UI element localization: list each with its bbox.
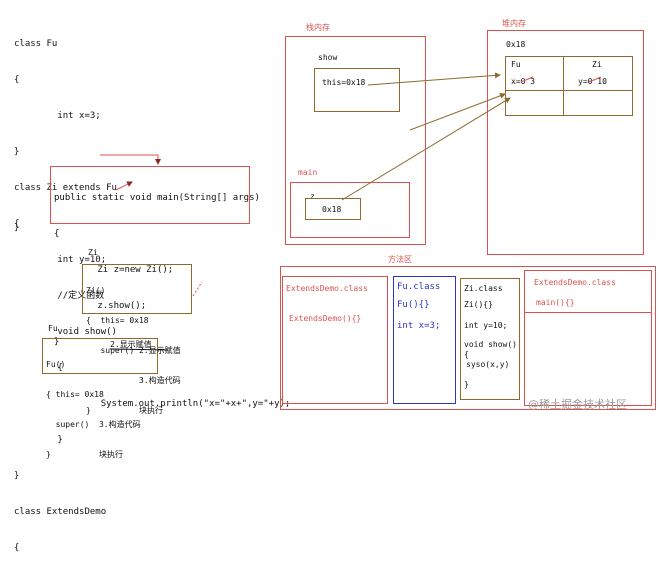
code-line: { — [14, 75, 20, 85]
stack-label: 栈内存 — [306, 23, 330, 32]
zi-class-close: } — [464, 380, 469, 389]
fu-ctor-box — [42, 338, 158, 374]
main-z-box — [305, 198, 361, 220]
code-line: int y=10; — [14, 255, 107, 265]
code-line: System.out.println("x="+x+",y="+y); — [14, 399, 291, 409]
code-line: } — [54, 337, 60, 347]
code-line: z.show(); — [54, 301, 147, 311]
code-line: } — [14, 147, 20, 157]
main-var-z: z — [310, 192, 315, 201]
extendsdemo2-class-box — [524, 270, 652, 406]
show-frame-label: show — [318, 53, 338, 62]
main-frame-label: main — [298, 168, 318, 177]
code-line: { — [14, 219, 20, 229]
zi-class-ctor: Zi(){} — [464, 300, 493, 309]
code-line: void show() — [14, 327, 117, 337]
heap-y-value: y=0 10 — [578, 77, 607, 86]
main-z-value: 0x18 — [322, 205, 342, 214]
fu-class-box — [393, 276, 456, 404]
heap-object-divider — [563, 56, 564, 116]
heap-zi-label: Zi — [592, 60, 602, 69]
code-line: public static void main(String[] args) — [54, 193, 260, 203]
extendsdemo-ctor: ExtendsDemo(){} — [289, 314, 362, 323]
code-closing-brace: } — [14, 223, 20, 233]
code-line: class Fu — [14, 39, 58, 49]
watermark: @稀土掘金技术社区 — [528, 398, 627, 411]
zi-class-method: void show() — [464, 340, 517, 349]
zi-ctor-box — [82, 264, 192, 314]
heap-address: 0x18 — [506, 40, 526, 49]
heap-object-hline — [505, 90, 633, 91]
fu-class-field: int x=3; — [397, 321, 441, 331]
main-method-box — [50, 166, 250, 224]
code-line: class Zi extends Fu — [14, 183, 117, 193]
main-method-code: public static void main(String[] args) {… — [54, 168, 260, 360]
fu-ctor-title: Fu — [48, 324, 58, 333]
zi-class-body: syso(x,y) — [466, 360, 510, 369]
zi-ctor-text: Zi() { this= 0x18 super() 2.显示赋值 3.构造代码 … — [86, 286, 181, 415]
code-line: { — [14, 363, 63, 373]
method-area-label: 方法区 — [388, 255, 412, 264]
heap-x-value: x=0 3 — [511, 77, 536, 86]
zi-class-brace: { — [464, 350, 469, 359]
method-area — [280, 266, 656, 410]
fu-class-ctor: Fu(){} — [397, 300, 430, 310]
fu-ctor-step2: 2.显示赋值 — [110, 340, 152, 349]
extendsdemo2-main: main(){} — [536, 298, 575, 307]
code-line: { — [14, 543, 20, 553]
fu-ctor-text: Fu() { this= 0x18 super() 3.构造代码 } 块执行 — [46, 360, 141, 459]
code-line: } — [14, 471, 20, 481]
fu-class-title: Fu.class — [397, 282, 441, 292]
code-line: class ExtendsDemo — [14, 507, 107, 517]
zi-class-title: Zi.class — [464, 284, 503, 293]
show-frame — [314, 68, 400, 112]
code-line: //定义函数 — [14, 291, 105, 301]
heap-object — [505, 56, 633, 116]
extendsdemo2-class-title: ExtendsDemo.class — [534, 278, 616, 287]
extendsdemo2-divider — [524, 312, 652, 313]
code-line: { — [54, 229, 60, 239]
heap-fu-label: Fu — [511, 60, 521, 69]
zi-class-box — [460, 278, 520, 400]
heap-label: 堆内存 — [502, 19, 526, 28]
show-this-value: this=0x18 — [322, 78, 366, 87]
code-line: int x=3; — [14, 111, 101, 121]
extendsdemo-class-title: ExtendsDemo.class — [286, 284, 368, 293]
extendsdemo-class-box — [282, 276, 388, 404]
zi-class-field: int y=10; — [464, 321, 508, 330]
zi-ctor-title: Zi — [88, 248, 98, 257]
code-line: Zi z=new Zi(); — [54, 265, 174, 275]
